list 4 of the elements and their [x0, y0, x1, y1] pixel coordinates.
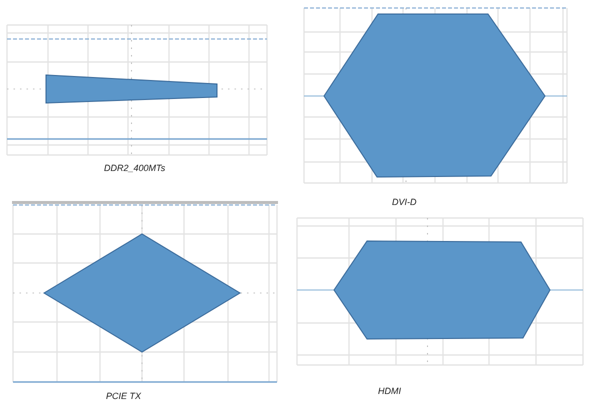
plot-caption: PCIE TX — [106, 391, 142, 402]
plot-caption: HDMI — [378, 386, 401, 397]
plot-caption: DVI-D — [392, 197, 416, 208]
plot-caption: DDR2_400MTs — [104, 163, 166, 174]
